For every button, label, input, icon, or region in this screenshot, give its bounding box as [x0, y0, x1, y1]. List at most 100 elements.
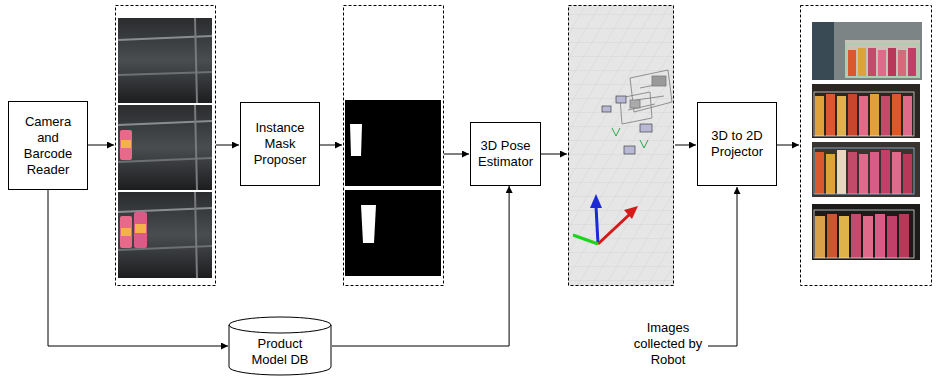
shelf-photo-part [121, 140, 131, 148]
result-photo-part [878, 50, 886, 76]
result-photo-part [815, 152, 824, 194]
flow-arrow-part [675, 145, 696, 146]
pose-3d-view-part [568, 5, 674, 286]
result-photo-part [846, 44, 918, 77]
flow-arrow-part [320, 145, 342, 146]
result-photo-part [892, 94, 901, 136]
process-box: 3D to 2D Projector [697, 102, 777, 186]
result-photo-part [814, 148, 914, 194]
result-photo-part [848, 94, 857, 136]
result-photo-part [812, 22, 922, 80]
cylinder-body [229, 317, 331, 375]
result-photo-part [826, 94, 835, 136]
result-photo-part [881, 96, 890, 136]
flow-arrow-part [444, 154, 469, 155]
connector-arrow [332, 186, 509, 346]
result-photo-part [859, 96, 868, 136]
shelf-photo-part [118, 105, 212, 190]
connector-arrow [48, 190, 228, 346]
node-text: Camera and Barcode Reader [17, 114, 79, 178]
node-text: 3D Pose Estimator [478, 138, 533, 170]
shelf-photo-part [118, 246, 212, 250]
axes-part [624, 206, 638, 219]
mask-panel [344, 6, 444, 286]
result-photo-panel [801, 6, 932, 286]
pose-3d-view-part [612, 128, 620, 136]
point-cloud-part [628, 84, 664, 110]
mask-shape [361, 205, 376, 243]
shelf-photo-part [118, 18, 212, 103]
camera-frustum-part [616, 96, 626, 103]
result-photo [812, 204, 920, 260]
note-label: Images collected by Robot [628, 320, 708, 368]
shelf-photo [118, 105, 212, 190]
result-photo-panel-part [801, 6, 932, 286]
result-photo-part [837, 150, 846, 194]
node-text: Product Model DB [242, 336, 318, 368]
result-photo-part [812, 84, 920, 138]
shelf-photo-part [195, 105, 197, 190]
shelf-photo-part [134, 212, 147, 248]
point-cloud [620, 70, 672, 124]
shelf-photo [118, 18, 212, 103]
result-photo-part [814, 92, 914, 136]
flow-arrow-part [88, 145, 114, 146]
result-photo-part [827, 214, 837, 258]
result-photo-part [881, 150, 890, 194]
mask-shape [350, 124, 362, 156]
flow-arrow-part [216, 145, 239, 146]
shelf-photo-part [118, 36, 212, 40]
shelf-photo-part [118, 208, 212, 212]
result-photo-part [892, 152, 901, 194]
result-photo-part [848, 50, 856, 76]
result-photo-part [812, 22, 834, 80]
node-text: 3D to 2D Projector [706, 128, 768, 160]
mask-panel-part [344, 6, 444, 286]
pose-3d-view [568, 5, 674, 286]
shelf-photo-part [118, 158, 212, 162]
cylinder-rim [229, 325, 331, 333]
camera-frustum-part [624, 146, 635, 154]
shelf-photo-part [135, 224, 146, 233]
mask-image [345, 190, 441, 276]
result-photo-part [888, 48, 896, 76]
result-photo-part [870, 152, 879, 194]
shelf-image-panel [116, 6, 216, 286]
result-photo-part [863, 216, 873, 258]
result-photo-part [887, 216, 897, 258]
result-photo-part [870, 94, 879, 136]
shelf-photo-part [118, 121, 212, 125]
flow-arrow [88, 145, 799, 346]
result-photo-part [851, 214, 861, 258]
shelf-image-panel-part [116, 6, 216, 286]
result-photo-part [815, 216, 825, 258]
database-cylinder: Product Model DB [228, 316, 332, 376]
result-photo-part [903, 154, 912, 194]
flow-arrow-part [777, 145, 799, 146]
pose-3d-view-part [568, 5, 674, 286]
result-photo-part [903, 96, 912, 136]
pose-3d-view-part [569, 6, 674, 286]
camera-frustum-part [602, 106, 611, 112]
result-photo-part [845, 40, 920, 78]
result-photo-part [812, 204, 920, 260]
result-photo-part [899, 214, 909, 258]
result-photo-part [858, 48, 866, 76]
mask-image [345, 100, 441, 186]
result-photo-part [848, 152, 857, 194]
camera-frustum-part [640, 124, 652, 132]
result-photo-part [868, 48, 876, 76]
point-cloud-part [652, 76, 666, 86]
axes-part [596, 206, 598, 244]
flow-arrow-part [706, 187, 737, 346]
axes [573, 194, 638, 244]
result-photo-part [826, 154, 835, 194]
shelf-photo-part [118, 192, 212, 278]
result-photo-part [908, 48, 916, 76]
result-photo [812, 142, 920, 197]
result-photo [812, 22, 922, 80]
process-box: 3D Pose Estimator [470, 122, 541, 186]
shelf-photo-part [195, 192, 197, 278]
